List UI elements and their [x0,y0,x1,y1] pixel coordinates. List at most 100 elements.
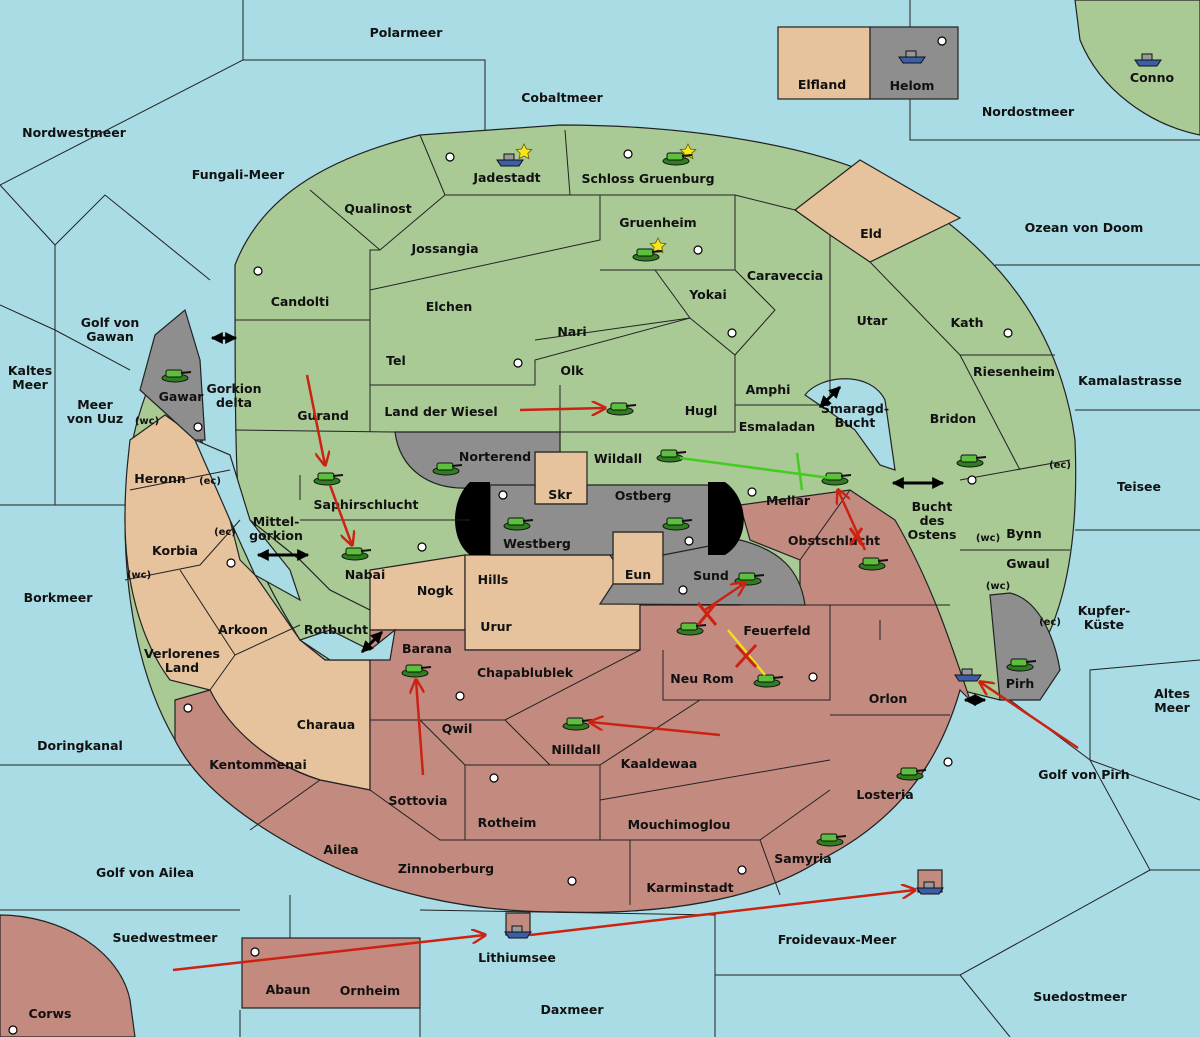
svg-text:Gwaul: Gwaul [1006,556,1049,571]
svg-text:Orlon: Orlon [869,691,908,706]
army-icon [401,664,432,678]
supply-center [193,422,203,432]
svg-text:Rotheim: Rotheim [478,815,537,830]
label-lithiumsee: Lithiumsee [478,950,556,965]
svg-text:Schloss Gruenburg: Schloss Gruenburg [581,171,714,186]
label-nordostmeer: Nordostmeer [982,104,1075,119]
tan-territories [124,26,962,791]
army-icon [656,449,687,463]
territory-labels: Polarmeer Cobaltmeer Nordwestmeer Fungal… [8,25,1191,1021]
fleet-icon [898,50,926,64]
svg-text:Eld: Eld [860,226,882,241]
svg-text:Kaaldewaa: Kaaldewaa [621,756,698,771]
army-icon [313,472,344,486]
svg-text:Nari: Nari [557,324,586,339]
star-icon [649,237,667,254]
svg-text:Obstschlucht: Obstschlucht [788,533,880,548]
svg-text:Candolti: Candolti [271,294,330,309]
army-icon [662,152,693,166]
label-fungali: Fungali-Meer [192,167,285,182]
svg-text:Korbia: Korbia [152,543,198,558]
label-suedwestmeer: Suedwestmeer [113,930,219,945]
army-icon [1006,658,1037,672]
svg-text:Arkoon: Arkoon [218,622,268,637]
convoy-order [727,629,766,676]
svg-text:(ec): (ec) [1049,460,1071,471]
label-kupfer-kueste: Kupfer-Küste [1078,603,1131,632]
svg-text:Barana: Barana [402,641,452,656]
supply-centers [8,36,1013,1035]
svg-text:Sottovia: Sottovia [389,793,448,808]
red-territories [0,489,971,1037]
svg-text:Heronn: Heronn [134,471,186,486]
svg-text:Urur: Urur [480,619,512,634]
star-icon [515,143,533,160]
svg-text:Bridon: Bridon [930,411,976,426]
svg-text:(wc): (wc) [986,581,1010,592]
territory-borders [124,129,1071,905]
svg-text:Tel: Tel [386,353,406,368]
supply-center [737,865,747,875]
supply-center [678,585,688,595]
label-cobaltmeer: Cobaltmeer [521,90,603,105]
svg-text:Kath: Kath [951,315,984,330]
svg-text:Karminstadt: Karminstadt [646,880,733,895]
svg-text:Sund: Sund [693,568,729,583]
label-nordwestmeer: Nordwestmeer [22,125,127,140]
svg-text:Amphi: Amphi [746,382,791,397]
supply-center [489,773,499,783]
svg-text:Jossangia: Jossangia [410,241,478,256]
svg-text:(wc): (wc) [135,416,159,427]
label-daxmeer: Daxmeer [540,1002,604,1017]
label-froidevaux: Froidevaux-Meer [778,932,897,947]
supply-center [8,1025,18,1035]
army-icon [341,547,372,561]
supply-center [684,536,694,546]
army-icon [632,248,663,262]
svg-text:Utar: Utar [857,313,889,328]
supply-center [417,542,427,552]
svg-text:Ailea: Ailea [323,842,358,857]
svg-text:Nogk: Nogk [417,583,454,598]
svg-text:Wildall: Wildall [594,451,642,466]
supply-center [253,266,263,276]
svg-text:Neu Rom: Neu Rom [670,671,733,686]
army-icon [606,402,637,416]
svg-text:Helom: Helom [890,78,935,93]
adjacency-arrows [210,332,987,706]
label-suedostmeer: Suedostmeer [1033,989,1127,1004]
army-icon [734,572,765,586]
supply-center [747,487,757,497]
supply-center [226,558,236,568]
army-icon [161,369,192,383]
svg-text:Samyria: Samyria [774,851,832,866]
svg-text:Skr: Skr [548,487,572,502]
svg-text:Gruenheim: Gruenheim [619,215,696,230]
fleet-icon [916,881,944,895]
svg-text:(wc): (wc) [127,570,151,581]
svg-text:Conno: Conno [1130,70,1175,85]
label-golf-von-ailea: Golf von Ailea [96,865,194,880]
svg-text:(ec): (ec) [199,476,221,487]
label-golf-von-pirh: Golf von Pirh [1038,767,1129,782]
svg-text:(ec): (ec) [214,527,236,538]
supply-center [967,475,977,485]
label-polarmeer: Polarmeer [370,25,444,40]
label-mittel-gorkion: Mittel-gorkion [249,514,303,543]
supply-center [623,149,633,159]
coast-markers: (wc) (ec) (ec) (wc) (ec) (wc) (wc) (ec) [127,416,1071,628]
supply-center [937,36,947,46]
fleet-icon [496,153,524,167]
svg-text:Qwil: Qwil [442,721,473,736]
army-icon [753,674,784,688]
supply-center [567,876,577,886]
army-icon [956,454,987,468]
supply-center [183,703,193,713]
svg-text:Caraveccia: Caraveccia [747,268,823,283]
svg-text:Nilldall: Nilldall [551,742,600,757]
svg-text:Gawar: Gawar [159,389,205,404]
